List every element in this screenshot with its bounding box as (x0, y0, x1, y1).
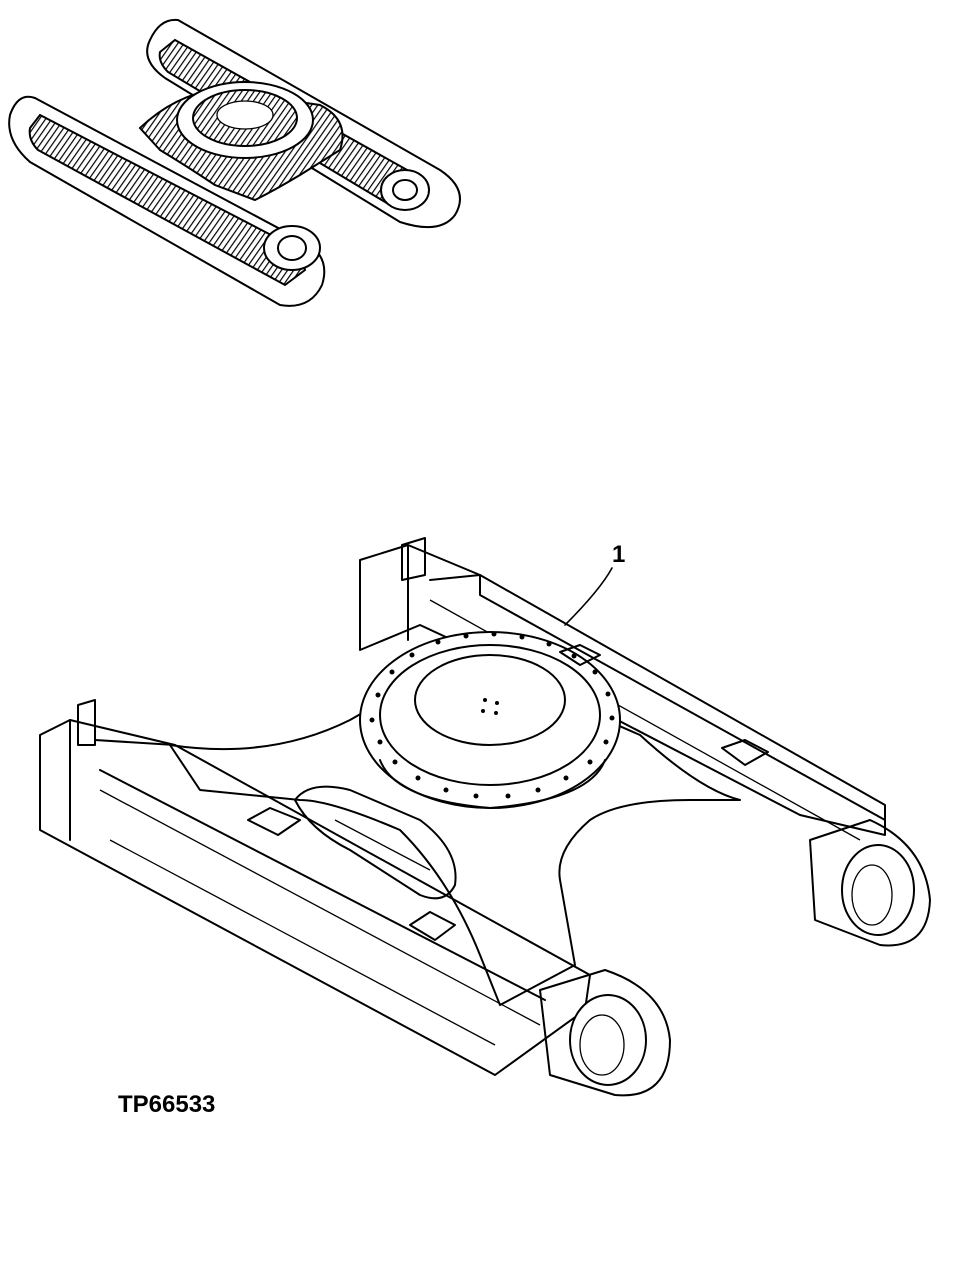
undercarriage-overview-drawing (8, 18, 461, 307)
rear-rail-end-plate (401, 537, 426, 581)
front-track-frame (28, 113, 307, 287)
bearing-bolt-holes (369, 631, 615, 799)
swing-bearing-inner-ring (379, 644, 601, 786)
center-frame-body (169, 679, 741, 1006)
swing-bearing-center-plate (414, 654, 566, 746)
rear-side-rail (359, 544, 886, 836)
callout-leader-line (564, 567, 613, 626)
track-guard-pad (409, 911, 456, 941)
frame-slot-opening (294, 785, 457, 900)
figure-id-label: TP66533 (118, 1091, 215, 1118)
callout-1: 1 (564, 541, 625, 626)
track-guard-pad (721, 739, 769, 766)
track-guard-pad (247, 807, 301, 836)
front-track-outline (8, 95, 326, 307)
track-guard-pad (559, 644, 601, 666)
callout-number: 1 (612, 541, 625, 568)
rear-idler-boss (380, 169, 430, 211)
front-idler-yoke (539, 969, 671, 1097)
front-idler-bore (569, 994, 647, 1086)
track-frame-drawing (39, 537, 931, 1097)
rear-track-outline (146, 18, 461, 229)
rear-idler-bore (841, 844, 915, 936)
swing-bearing-outer-ring (359, 631, 621, 809)
front-idler-boss (263, 225, 321, 271)
front-rail-end-plate (77, 699, 96, 746)
front-side-rail (39, 719, 591, 1076)
rear-idler-yoke (809, 819, 931, 947)
